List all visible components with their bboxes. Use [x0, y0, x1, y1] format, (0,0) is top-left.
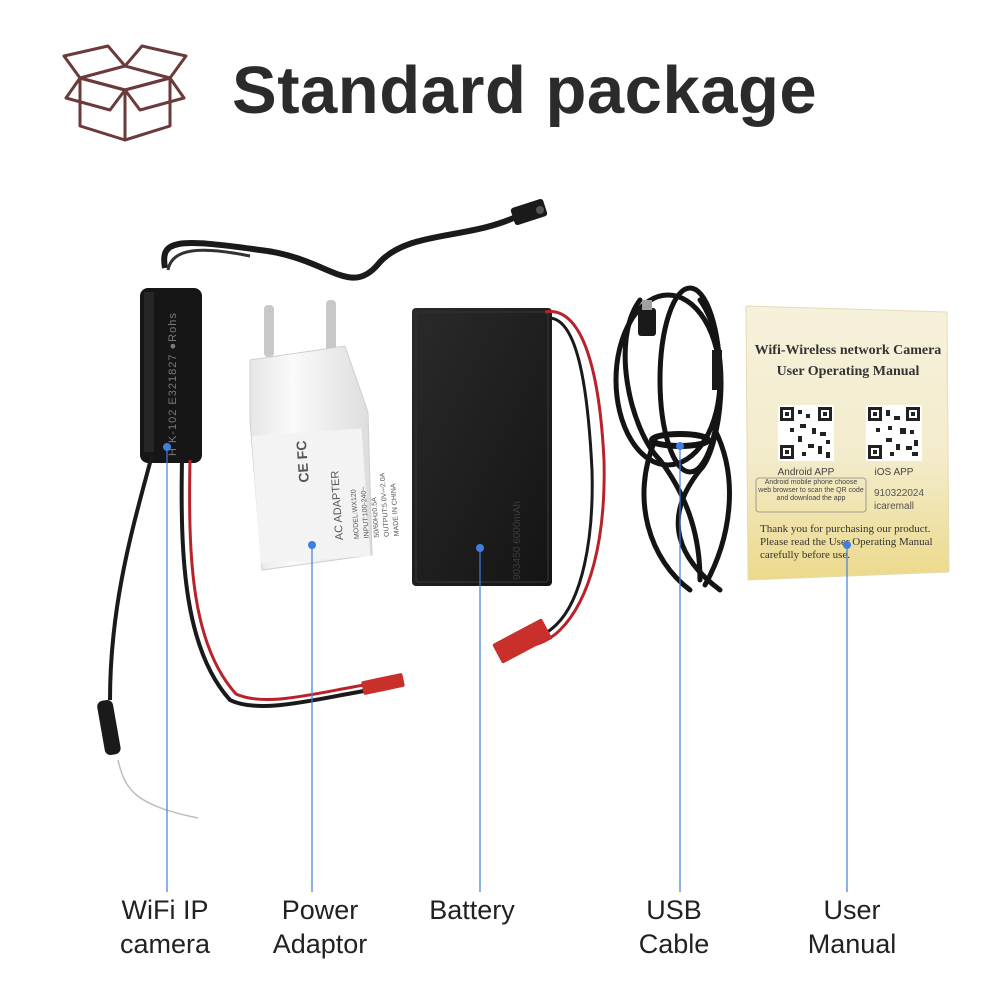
wifi-camera-illustration: H K-102 E321827 ●Rohs	[97, 198, 548, 819]
label-wifi-camera: WiFi IP camera	[90, 893, 240, 961]
adaptor-made: MADE IN CHINA	[390, 483, 401, 537]
pointer-dot-manual	[843, 541, 851, 549]
label-battery-line1: Battery	[429, 895, 515, 925]
qr-android-icon	[778, 405, 834, 461]
manual-title-line2: User Operating Manual	[777, 364, 920, 379]
page-title: Standard package	[232, 53, 818, 128]
label-user-manual: User Manual	[777, 893, 927, 961]
label-battery: Battery	[397, 893, 547, 927]
battery-print: 903450 6000mAh	[512, 501, 523, 580]
manual-brand: icaremall	[874, 501, 914, 512]
pointer-lines	[166, 446, 848, 892]
manual-ios-label: iOS APP	[875, 467, 914, 478]
pointer-dots	[163, 442, 851, 552]
manual-title-line1: Wifi-Wireless network Camera	[755, 343, 942, 358]
label-usb-cable-line1: USB	[646, 895, 702, 925]
pointer-dot-usb	[676, 442, 684, 450]
label-user-manual-line2: Manual	[807, 929, 897, 959]
label-wifi-camera-line2: camera	[119, 929, 211, 959]
adaptor-model: MODEL:WX120	[350, 489, 360, 539]
adaptor-name: AC ADAPTER	[329, 470, 346, 540]
usb-cable-illustration	[613, 285, 732, 593]
label-wifi-camera-line1: WiFi IP	[121, 895, 209, 925]
label-power-adaptor-line2: Adaptor	[272, 929, 368, 959]
pointer-dot-camera	[163, 443, 171, 451]
adaptor-marks: CE FC	[293, 440, 312, 483]
manual-thanks-line3: carefully before use.	[760, 549, 850, 561]
battery-illustration: 903450 6000mAh	[412, 308, 606, 664]
adaptor-input: INPUT:100-240~	[360, 486, 371, 538]
manual-android-label: Android APP	[778, 467, 835, 478]
box-icon	[62, 44, 188, 142]
user-manual-illustration: Wifi-Wireless network Camera User Operat…	[745, 305, 950, 581]
manual-note: Android mobile phone choose web browser …	[758, 479, 864, 502]
qr-ios-icon	[866, 405, 922, 461]
label-power-adaptor: Power Adaptor	[245, 893, 395, 961]
label-usb-cable: USB Cable	[599, 893, 749, 961]
camera-print: H K-102 E321827 ●Rohs	[167, 312, 179, 456]
label-power-adaptor-line1: Power	[281, 895, 359, 925]
power-adaptor-illustration: AC ADAPTER MODEL:WX120 INPUT:100-240~ 50…	[249, 300, 401, 571]
adaptor-output: OUTPUT:5.0V⎓2.0A	[379, 472, 390, 537]
pointer-dot-adaptor	[308, 541, 316, 549]
pointer-dot-battery	[476, 544, 484, 552]
manual-code: 910322024	[874, 488, 924, 499]
label-usb-cable-line2: Cable	[638, 929, 710, 959]
adaptor-freq: 50/60Hz0.5A	[371, 497, 381, 538]
label-user-manual-line1: User	[823, 895, 881, 925]
manual-thanks-line1: Thank you for purchasing our product.	[760, 523, 931, 535]
